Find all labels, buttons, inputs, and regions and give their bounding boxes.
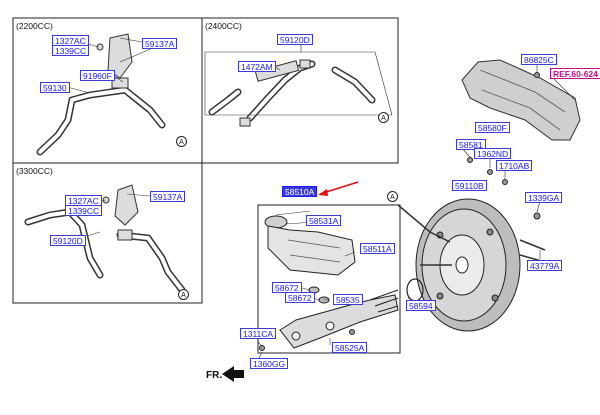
engine-cover	[461, 59, 581, 141]
part-label-58580f[interactable]: 58580F	[475, 122, 510, 133]
section-title-3300cc: (3300CC)	[16, 166, 53, 176]
reservoir	[264, 215, 356, 276]
brake-booster	[415, 198, 521, 332]
frame-3300cc	[12, 162, 203, 304]
part-label-59120d-3300[interactable]: 59120D	[50, 235, 86, 246]
part-label-59130[interactable]: 59130	[40, 82, 70, 93]
callout-a-2200cc: A	[176, 136, 187, 147]
part-label-59137a[interactable]: 59137A	[142, 38, 178, 49]
part-label-1311ca[interactable]: 1311CA	[240, 328, 277, 339]
frame-master-cylinder	[257, 204, 401, 354]
callout-a-3300cc: A	[178, 289, 189, 300]
part-label-1339cc-3300[interactable]: 1339CC	[65, 205, 103, 216]
part-label-1362nd[interactable]: 1362ND	[474, 148, 512, 159]
highlight-arrow	[318, 181, 359, 196]
part-label-59120d[interactable]: 59120D	[277, 34, 313, 45]
part-label-58594[interactable]: 58594	[406, 300, 436, 311]
part-label-58535[interactable]: 58535	[333, 294, 363, 305]
front-direction-arrow	[222, 366, 244, 382]
part-label-1339ga[interactable]: 1339GA	[525, 192, 563, 203]
part-label-91960f[interactable]: 91960F	[80, 70, 115, 81]
part-label-86825c[interactable]: 86825C	[521, 54, 557, 65]
section-title-2200cc: (2200CC)	[16, 21, 53, 31]
hose-2200cc	[36, 86, 166, 156]
part-label-58525a[interactable]: 58525A	[332, 342, 368, 353]
part-label-58531a[interactable]: 58531A	[306, 215, 342, 226]
bracket-2200cc	[96, 33, 133, 89]
reference-label[interactable]: REF.60-624	[550, 68, 600, 79]
callout-a-2400cc: A	[378, 112, 389, 123]
part-label-1710ab[interactable]: 1710AB	[496, 160, 533, 171]
part-label-1472am[interactable]: 1472AM	[238, 61, 276, 72]
master-cylinder	[279, 294, 399, 349]
part-label-59137a-3300[interactable]: 59137A	[150, 191, 186, 202]
part-label-59110b[interactable]: 59110B	[452, 180, 487, 191]
part-label-43779a[interactable]: 43779A	[527, 260, 563, 271]
part-label-58510a[interactable]: 58510A	[282, 186, 318, 197]
part-label-1360gg[interactable]: 1360GG	[250, 358, 289, 369]
part-label-58672-lower[interactable]: 58672	[285, 292, 315, 303]
part-label-1339cc[interactable]: 1339CC	[52, 45, 90, 56]
section-title-2400cc: (2400CC)	[205, 21, 242, 31]
front-direction-label: FR.	[206, 370, 223, 381]
frame-2400cc	[201, 17, 399, 164]
part-label-58511a[interactable]: 58511A	[360, 243, 395, 254]
callout-a-booster: A	[387, 191, 398, 202]
part-label-58581[interactable]: 58581	[456, 139, 486, 150]
